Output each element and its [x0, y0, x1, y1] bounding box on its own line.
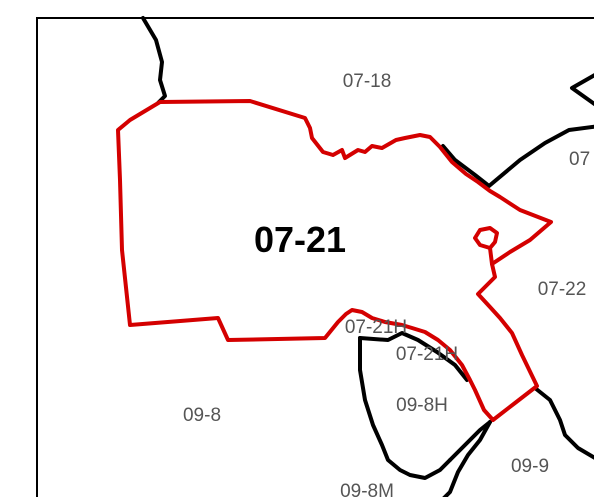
zone-label-07-21h-b: 07-21H: [396, 344, 458, 365]
zone-label-07-22: 07-22: [538, 279, 587, 300]
zone-label-09-8h: 09-8H: [396, 395, 448, 416]
district-boundaries: [141, 16, 594, 497]
boundary-09-8m-top: [442, 420, 492, 497]
boundary-07-18-top: [141, 16, 167, 105]
boundary-09-8h-west: [358, 336, 452, 480]
zone-label-07-partial: 07: [569, 149, 590, 170]
map-frame: [36, 17, 594, 497]
zone-label-09-9: 09-9: [511, 456, 549, 477]
highlighted-zone-label: 07-21: [254, 219, 346, 260]
highlighted-zone-loop: [473, 226, 499, 266]
boundary-07-partial-notch: [570, 73, 594, 107]
boundary-07-18-east: [441, 124, 594, 188]
boundary-09-9-east: [533, 386, 594, 460]
zone-label-09-8m: 09-8M: [340, 481, 394, 497]
zone-labels: 07-21 07-18 07 07-22 07-21H 07-21H 09-8 …: [183, 71, 590, 497]
boundary-07-21h-lower: [358, 331, 469, 382]
zone-label-07-21h-a: 07-21H: [345, 317, 407, 338]
highlighted-zone-boundary: [116, 99, 553, 422]
zone-label-09-8: 09-8: [183, 405, 221, 426]
zone-label-07-18: 07-18: [343, 71, 392, 92]
boundary-09-8h-east: [448, 420, 492, 462]
